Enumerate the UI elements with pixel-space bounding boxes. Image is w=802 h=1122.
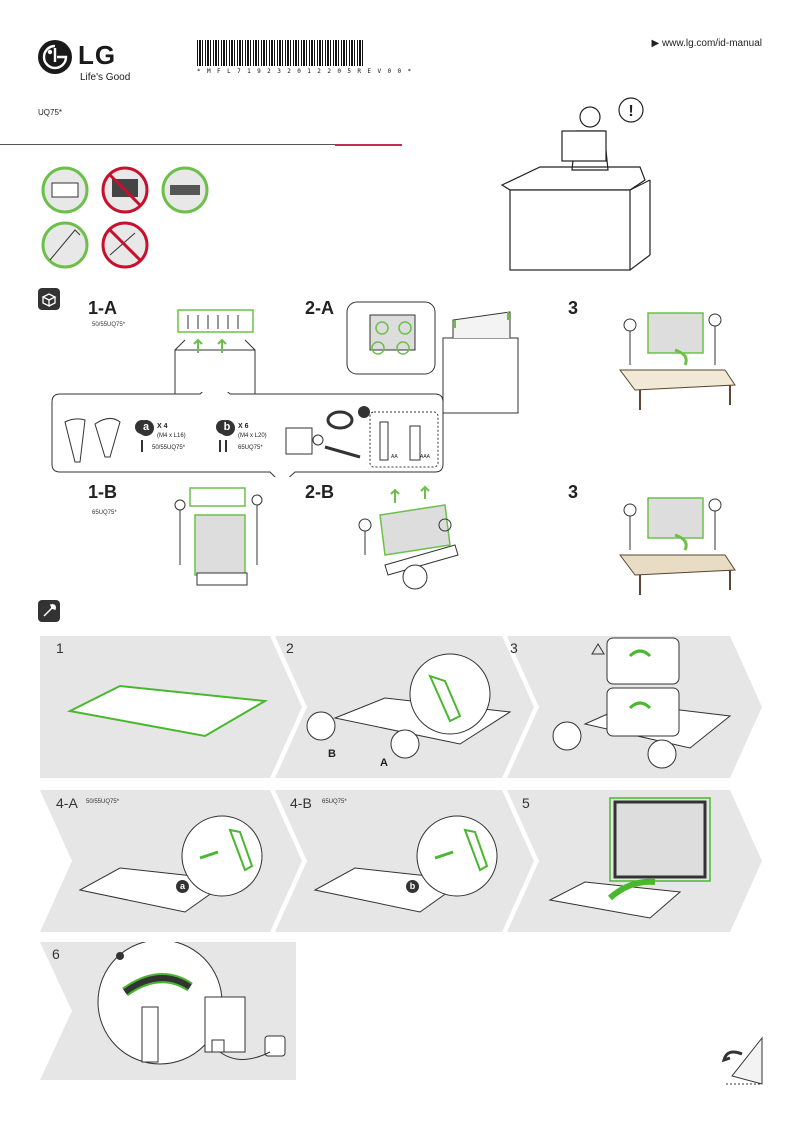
step-2a-label: 2-A [305,298,335,318]
model-number: UQ75* [38,108,63,117]
handling-prohibited-icon [101,166,149,214]
screw-a-quantity: X 4 [157,423,168,430]
assembly-row-1 [40,636,762,778]
warning-bubble-icon [618,97,644,123]
handling-ok-icon [41,166,89,214]
step-3a-illustration [619,312,736,410]
barcode [197,40,363,66]
step-3a-label: 3 [568,298,579,318]
parts-bubble [51,392,444,477]
leg-b-label: B [328,748,336,760]
assembly-step-5-number: 5 [522,795,530,811]
assembly-row-3 [40,942,296,1080]
assembly-step-3-number: 3 [510,640,518,656]
leg-a-label: A [380,757,388,769]
handling-ok-icon [161,166,209,214]
barcode-text: * M F L 7 1 9 2 3 2 0 1 2 2 0 5 R E V 0 … [197,68,413,75]
screw-b-badge: b [219,420,235,436]
screw-b-model: 65UQ75* [238,445,263,451]
divider [0,144,335,145]
step-1b-label: 1-B [88,482,118,502]
step-1b-illustration [174,487,263,586]
tools-icon [38,600,60,622]
screw-b-quantity: X 6 [238,423,249,430]
brand-tagline: Life's Good [80,72,131,83]
svg-text:!: ! [628,103,633,120]
assembly-row-2 [40,790,762,932]
brand-name: LG [78,40,117,70]
person-opening-box-illustration: ! [500,97,651,271]
step-2b-label: 2-B [305,482,335,502]
handling-guidelines [41,166,209,269]
assembly-step-4a-number: 4-A [56,795,78,811]
screw-b-spec: (M4 x L20) [238,433,267,439]
assembly-step-4b-number: 4-B [290,795,312,811]
battery-aaa-label: AAA [420,454,431,460]
battery-aa-label: AA [391,454,398,460]
step-2a-illustration [346,301,519,414]
screw-a-model: 50/55UQ75* [152,445,186,451]
assembly-step-1-number: 1 [56,640,64,656]
screw-b-callout: b [406,880,419,893]
step-3b-illustration [619,497,736,595]
caution-icon [591,643,605,655]
lg-logo: LG Life's Good [38,40,138,90]
box-icon [38,288,60,310]
screw-a-spec: (M4 x L16) [157,433,186,439]
manual-url[interactable]: ▶ www.lg.com/id-manual [651,38,762,49]
step-1b-model: 65UQ75* [92,510,117,516]
step-3b-label: 3 [568,482,579,502]
assembly-step-4a-model: 50/55UQ75* [86,799,120,805]
step-2b-illustration [358,485,459,590]
assembly-step-4a-panel [40,790,302,932]
assembly-step-2-number: 2 [286,640,294,656]
screw-a-badge: a [138,420,154,436]
divider-accent [335,144,402,146]
handling-ok-icon [41,221,89,269]
lg-face-icon [38,40,72,74]
assembly-step-4b-model: 65UQ75* [322,799,347,805]
step-1a-label: 1-A [88,298,118,318]
screw-a-callout: a [176,880,189,893]
assembly-step-6-number: 6 [52,946,60,962]
page-turn-icon[interactable] [722,1036,767,1086]
step-1a-model: 50/55UQ75* [92,322,126,328]
handling-prohibited-icon [101,221,149,269]
